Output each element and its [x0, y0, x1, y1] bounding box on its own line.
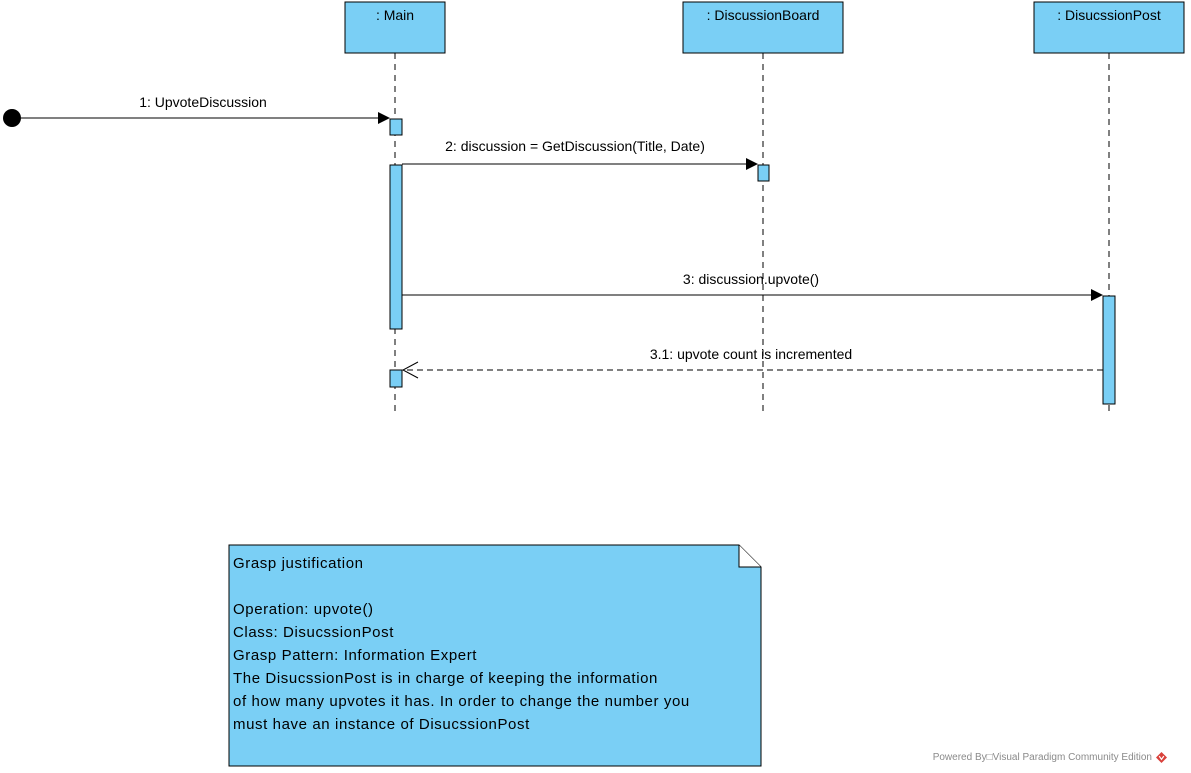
activation-main-1[interactable] [389, 118, 403, 136]
activation-discussionboard[interactable] [757, 164, 770, 182]
grasp-note-fold [738, 545, 761, 568]
lifeline-main[interactable]: : Main [344, 1, 446, 415]
message-3-1-arrowhead [401, 361, 419, 379]
grasp-note[interactable]: Grasp justification Operation: upvote() … [228, 544, 762, 767]
note-line-3: Operation: upvote() [233, 601, 374, 618]
message-2[interactable]: 2: discussion = GetDiscussion(Title, Dat… [402, 138, 758, 170]
message-2-label: 2: discussion = GetDiscussion(Title, Dat… [445, 138, 705, 154]
note-line-8: must have an instance of DisucssionPost [233, 716, 530, 733]
lifeline-discussionboard-label: : DiscussionBoard [707, 7, 820, 23]
found-message-start [3, 109, 21, 127]
message-1-label: 1: UpvoteDiscussion [139, 94, 267, 110]
note-line-5: Grasp Pattern: Information Expert [233, 647, 477, 664]
lifeline-discussionboard[interactable]: : DiscussionBoard [682, 1, 844, 415]
note-line-4: Class: DisucssionPost [233, 624, 394, 641]
note-line-1: Grasp justification [233, 555, 364, 572]
footer-text: Powered By□Visual Paradigm Community Edi… [932, 752, 1152, 763]
grasp-note-shape [228, 544, 762, 767]
message-3[interactable]: 3: discussion.upvote() [402, 271, 1103, 301]
message-3-label: 3: discussion.upvote() [683, 271, 819, 287]
footer: Powered By□Visual Paradigm Community Edi… [933, 752, 1167, 763]
message-3-1[interactable]: 3.1: upvote count is incremented [401, 346, 1103, 379]
lifeline-main-label: : Main [376, 7, 414, 23]
activation-main-2[interactable] [389, 164, 403, 330]
note-line-6: The DisucssionPost is in charge of keepi… [233, 670, 658, 687]
lifeline-disucssionpost-header[interactable] [1033, 1, 1185, 54]
visual-paradigm-logo-icon [1156, 752, 1167, 763]
message-3-1-label: 3.1: upvote count is incremented [650, 346, 852, 362]
activation-disucssionpost[interactable] [1102, 295, 1116, 405]
lifeline-disucssionpost[interactable]: : DisucssionPost [1033, 1, 1185, 415]
note-line-7: of how many upvotes it has. In order to … [233, 693, 690, 710]
activation-main-3[interactable] [389, 369, 403, 388]
lifeline-disucssionpost-label: : DisucssionPost [1057, 7, 1161, 23]
message-1[interactable]: 1: UpvoteDiscussion [21, 94, 390, 124]
lifeline-main-header[interactable] [344, 1, 446, 54]
